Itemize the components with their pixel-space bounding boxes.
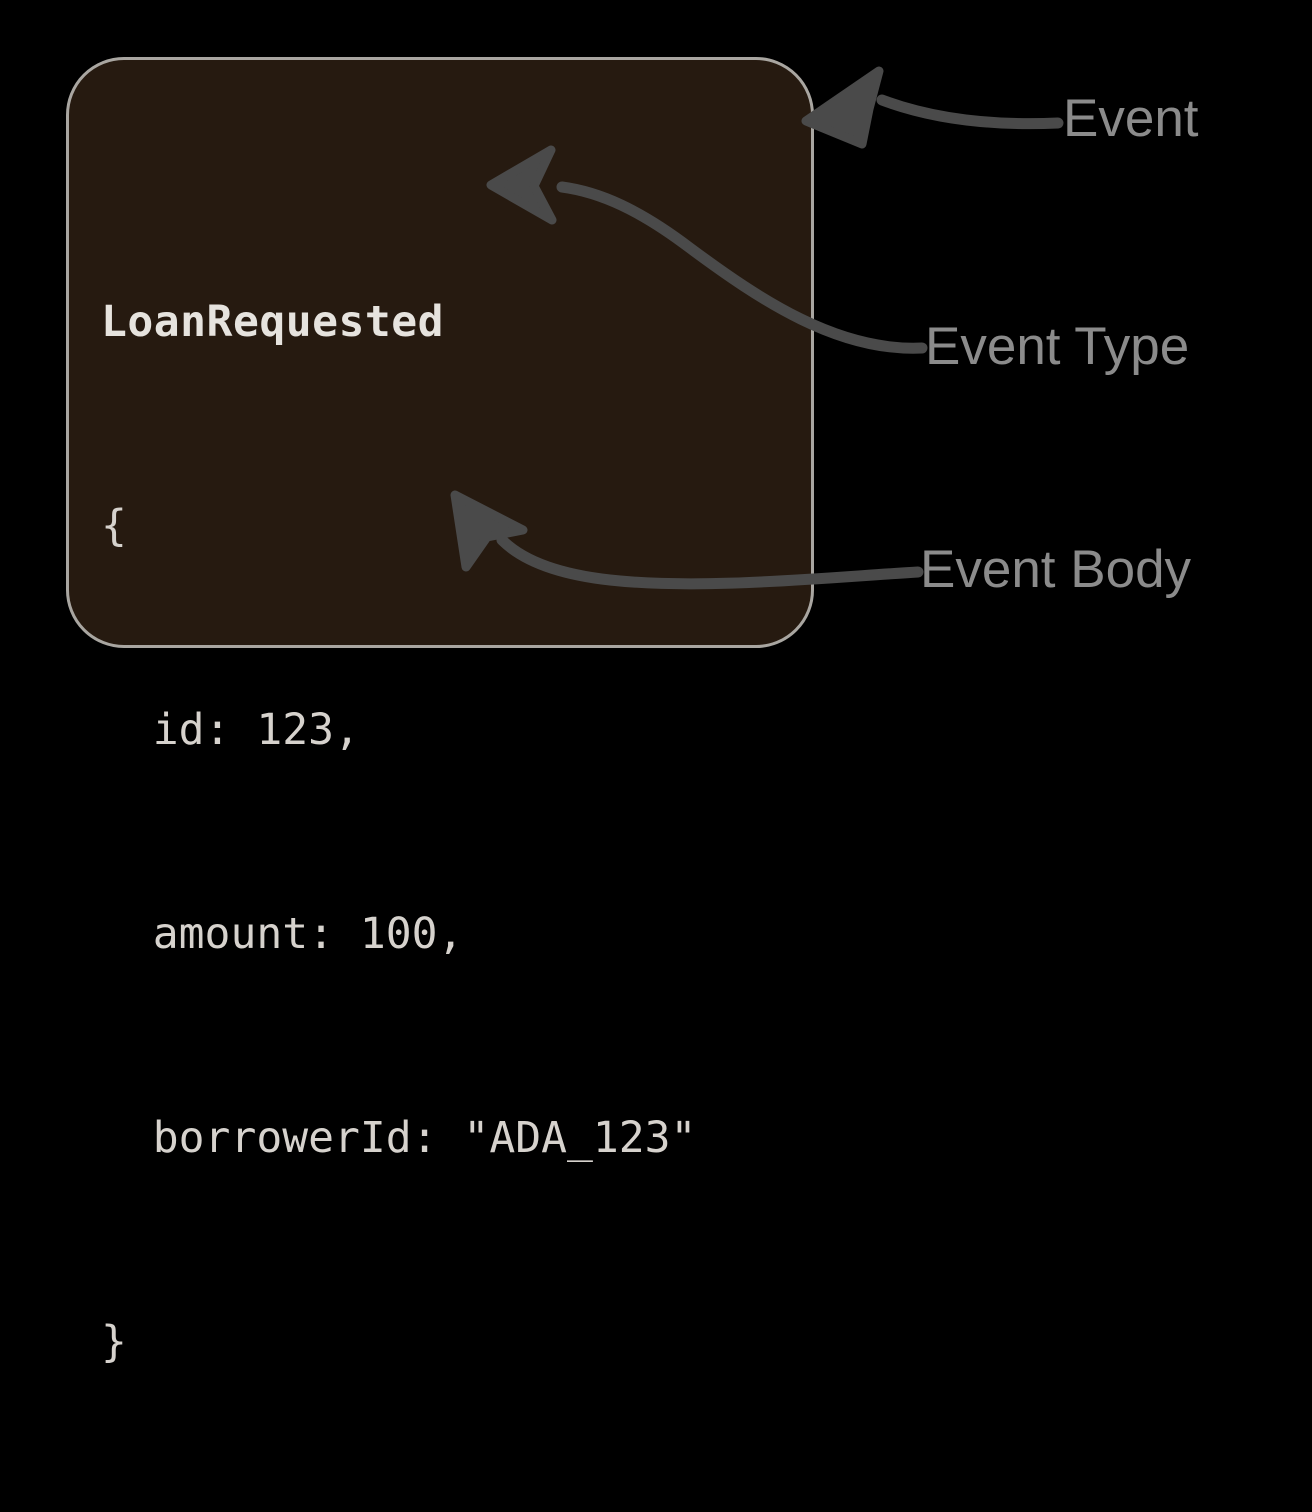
event-body-line-borrowerid: borrowerId: "ADA_123" [101, 1113, 697, 1163]
label-event: Event [1063, 89, 1199, 148]
event-code-block: LoanRequested { id: 123, amount: 100, bo… [101, 152, 696, 1512]
event-body-line-amount: amount: 100, [101, 909, 464, 959]
label-event-type: Event Type [925, 317, 1190, 376]
event-body-line-open: { [101, 501, 127, 551]
label-event-body: Event Body [920, 540, 1192, 599]
connector-event [801, 66, 1064, 149]
event-type-text: LoanRequested [101, 297, 445, 347]
arrowhead-event-icon [801, 66, 884, 149]
diagram-canvas: LoanRequested { id: 123, amount: 100, bo… [66, 57, 1199, 1367]
event-body-line-close: } [101, 1317, 127, 1367]
event-body-line-id: id: 123, [101, 705, 360, 755]
event-card: LoanRequested { id: 123, amount: 100, bo… [66, 57, 814, 1367]
